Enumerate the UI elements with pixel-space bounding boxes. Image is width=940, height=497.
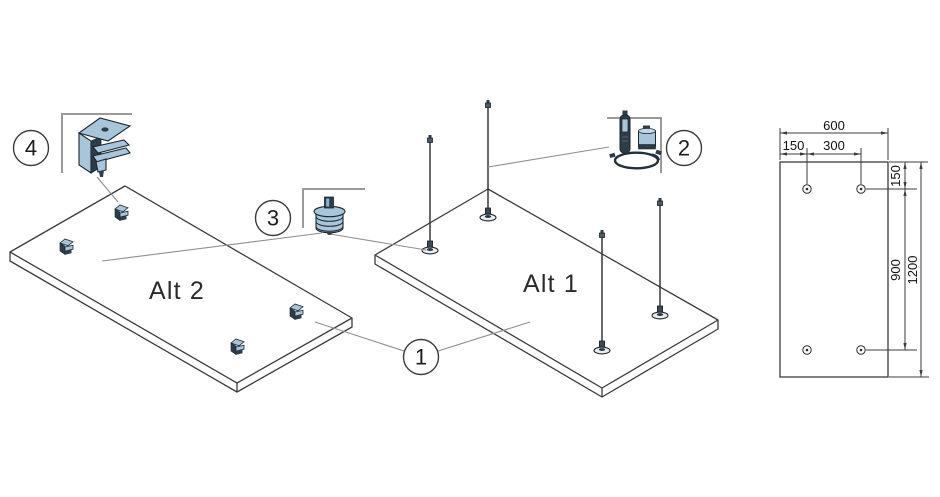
- suspension-wire: [421, 135, 439, 255]
- beam-clamp-mini-icon: [230, 338, 245, 356]
- panel-alt-1: [374, 188, 719, 398]
- panel-outline: [779, 161, 889, 378]
- callout-2: 2: [665, 129, 703, 167]
- suspension-wire: [593, 230, 611, 355]
- beam-clamp-mini-icon: [289, 303, 304, 321]
- dim-total-width: 600: [823, 118, 845, 133]
- leader-line: [329, 233, 427, 251]
- dim-top-offset: 150: [888, 165, 903, 187]
- mounting-hole: [856, 345, 866, 355]
- corner-bracket: [302, 188, 365, 228]
- ceiling-anchor-icon: [313, 196, 346, 235]
- leader-line: [101, 232, 323, 262]
- panel-alt-1-label: Alt 1: [523, 270, 579, 298]
- leader-line: [487, 146, 610, 168]
- beam-clamp-mini-icon: [59, 238, 74, 256]
- leader-line: [437, 321, 531, 352]
- suspension-wire: [479, 100, 497, 222]
- dim-hole-spacing-height: 900: [888, 259, 903, 281]
- dim-hole-spacing-width: 300: [823, 138, 845, 153]
- mounting-hole: [802, 184, 812, 194]
- beam-clamp-icon: [77, 117, 132, 177]
- mounting-hole: [856, 184, 866, 194]
- leader-line: [314, 321, 405, 352]
- callout-3: 3: [254, 199, 292, 237]
- dim-total-height: 1200: [905, 256, 920, 285]
- callout-1: 1: [402, 338, 440, 376]
- dimension-drawing: 600 150 300 150 900 1200: [779, 118, 929, 378]
- leader-line: [96, 176, 119, 203]
- dimension-lines: [780, 132, 922, 377]
- suspension-wire: [651, 198, 669, 320]
- callout-2-number: 2: [678, 136, 690, 161]
- corner-bracket: [61, 113, 132, 173]
- wire-suspension-kit-icon: [609, 110, 662, 170]
- mounting-hole: [802, 345, 812, 355]
- callout-1-number: 1: [415, 345, 427, 370]
- beam-clamp-mini-icon: [114, 204, 129, 222]
- callout-3-number: 3: [267, 206, 279, 231]
- callout-4-number: 4: [25, 136, 37, 161]
- panel-alt-2-label: Alt 2: [149, 277, 205, 305]
- callout-4: 4: [12, 129, 50, 167]
- panel-alt-2: [9, 185, 353, 393]
- dim-left-offset: 150: [783, 138, 805, 153]
- dimension-arrows: [780, 131, 923, 377]
